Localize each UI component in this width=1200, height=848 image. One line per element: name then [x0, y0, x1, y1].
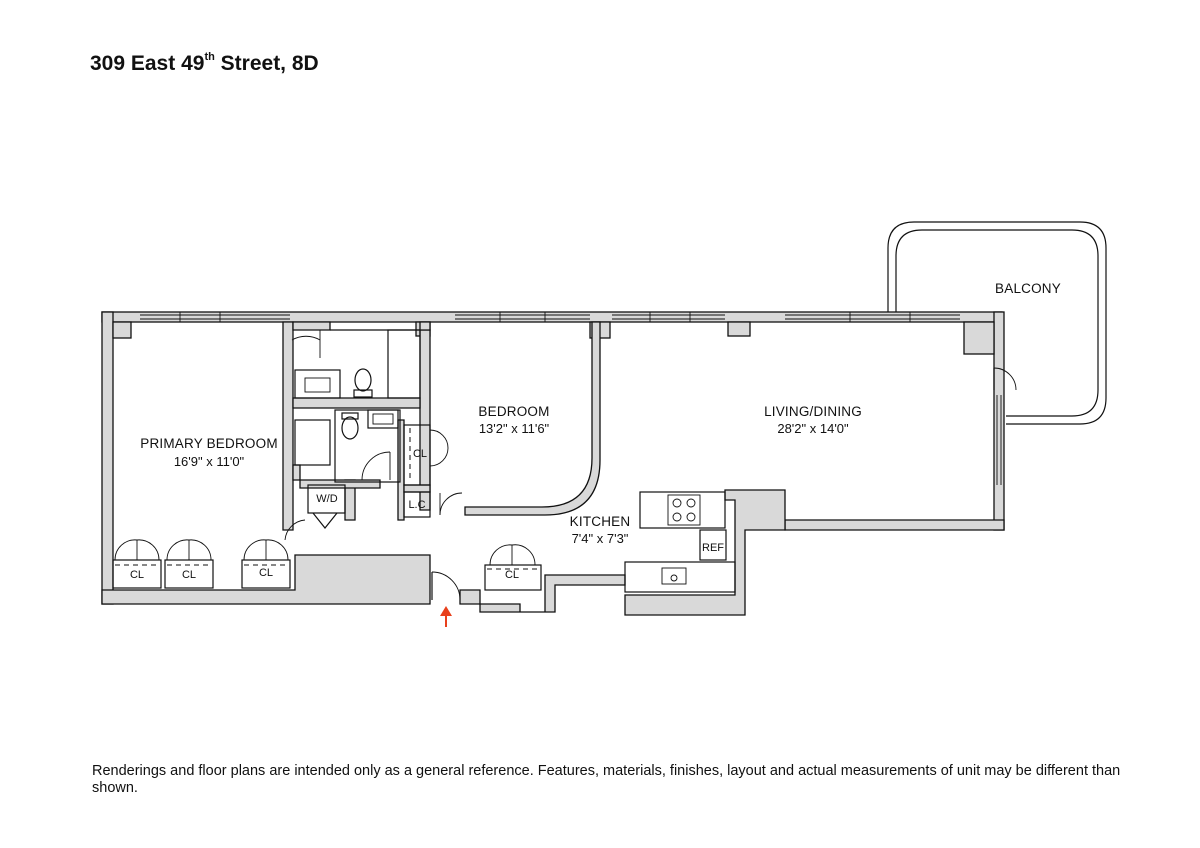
entry-arrow — [440, 606, 452, 627]
title-rest: Street, 8D — [214, 52, 319, 75]
hall-closets: CL L.C — [403, 424, 463, 518]
page-title: 309 East 49th Street, 8D — [90, 51, 319, 76]
bedroom-name: BEDROOM — [478, 404, 549, 419]
living-dining-dims: 28'2" x 14'0" — [777, 421, 849, 436]
primary-bedroom-closets: CL CL CL — [112, 539, 291, 589]
room-labels: PRIMARY BEDROOM 16'9" x 11'0" BEDROOM 13… — [140, 404, 862, 546]
balcony-label: BALCONY — [995, 281, 1061, 296]
entry-door — [431, 571, 461, 601]
balcony: BALCONY — [887, 221, 1107, 425]
living-dining-name: LIVING/DINING — [764, 404, 862, 419]
disclaimer: Renderings and floor plans are intended … — [92, 763, 1121, 796]
washer-dryer-label: W/D — [316, 493, 337, 505]
linen-closet-label: L.C — [408, 499, 425, 511]
entry-closet: CL — [484, 544, 542, 591]
primary-bedroom-dims: 16'9" x 11'0" — [174, 454, 245, 469]
kitchen: REF — [624, 491, 736, 593]
balcony-door — [993, 367, 1017, 391]
primary-bedroom-name: PRIMARY BEDROOM — [140, 436, 278, 451]
title-superscript: th — [204, 51, 215, 63]
bathroom-fixtures — [291, 329, 421, 483]
closet-label-entry: CL — [505, 569, 519, 581]
washer-dryer: W/D — [284, 484, 346, 541]
interior-walls — [282, 321, 601, 531]
closet-label-2: CL — [182, 569, 196, 581]
closet-label-hall: CL — [413, 448, 427, 460]
refrigerator-label: REF — [702, 542, 724, 554]
kitchen-dims: 7'4" x 7'3" — [572, 531, 629, 546]
kitchen-name: KITCHEN — [570, 514, 631, 529]
closet-label-3: CL — [259, 567, 273, 579]
bedroom-dims: 13'2" x 11'6" — [479, 421, 550, 436]
closet-label-1: CL — [130, 569, 144, 581]
exterior-walls — [101, 311, 1005, 616]
windows — [140, 312, 1002, 485]
title-address: 309 East 49 — [90, 52, 205, 75]
